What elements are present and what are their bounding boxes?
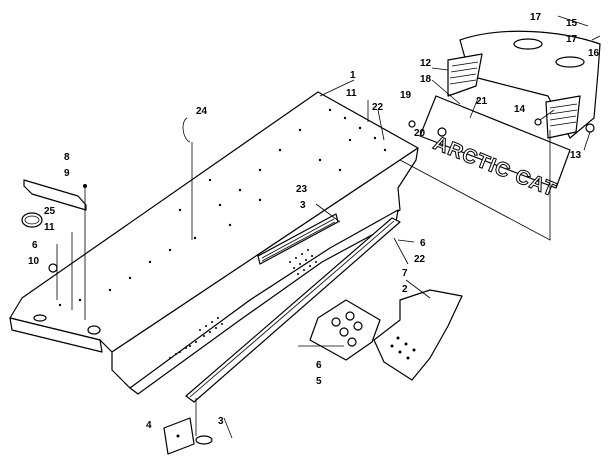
callout-13: 13 xyxy=(570,150,582,161)
callout-6: 6 xyxy=(316,360,322,371)
callout-9: 9 xyxy=(64,168,70,179)
leader-lines xyxy=(223,15,601,439)
vent-grille xyxy=(257,213,339,265)
callout-2: 2 xyxy=(402,284,408,295)
callout-23: 23 xyxy=(296,184,308,195)
callout-19: 19 xyxy=(400,90,412,101)
nut-20 xyxy=(437,127,447,137)
pad-ribs xyxy=(449,61,578,127)
running-board-strip xyxy=(185,217,401,403)
callout-14: 14 xyxy=(514,104,526,115)
callout-22: 22 xyxy=(372,102,384,113)
deck-slot xyxy=(33,314,47,322)
tunnel-assembly xyxy=(9,91,419,403)
footrest-2 xyxy=(373,289,463,381)
callout-11: 11 xyxy=(44,222,55,233)
callout-11: 11 xyxy=(346,88,357,99)
rivet-14 xyxy=(534,118,542,126)
washer xyxy=(195,435,213,445)
bracket-8 xyxy=(23,179,87,211)
tunnel-side-wall xyxy=(111,147,419,389)
clip-13 xyxy=(585,123,595,133)
tunnel-front-flange xyxy=(9,317,103,353)
strip-rivet-line xyxy=(189,220,395,398)
deck-hole xyxy=(87,325,101,335)
callout-7: 7 xyxy=(402,268,408,279)
callout-4: 4 xyxy=(146,420,152,431)
deck-rivets xyxy=(58,108,387,307)
callout-3: 3 xyxy=(300,200,306,211)
tube-24 xyxy=(182,117,191,143)
bolt-19 xyxy=(408,120,416,128)
side-pad-left xyxy=(447,53,483,97)
assembly-bracket-line xyxy=(399,130,551,241)
callout-6: 6 xyxy=(420,238,426,249)
callout-21: 21 xyxy=(476,96,488,107)
callout-15: 15 xyxy=(566,18,578,29)
nut-10 xyxy=(48,263,58,273)
callout-20: 20 xyxy=(414,128,426,139)
callout-12: 12 xyxy=(420,58,432,69)
callout-22: 22 xyxy=(414,254,426,265)
clamp-25 xyxy=(21,212,43,228)
callout-3: 3 xyxy=(218,416,224,427)
callout-10: 10 xyxy=(28,256,40,267)
callout-8: 8 xyxy=(64,152,70,163)
callout-16: 16 xyxy=(588,48,600,59)
callout-17: 17 xyxy=(566,34,578,45)
footrest-2-holes xyxy=(390,336,416,360)
callouts: 1 11 22 24 8 9 25 11 6 10 23 3 7 6 22 2 … xyxy=(28,12,600,431)
callout-6: 6 xyxy=(32,240,38,251)
bar-slot-1 xyxy=(513,38,543,50)
callout-25: 25 xyxy=(44,206,56,217)
bar-slot-2 xyxy=(555,56,585,68)
callout-5: 5 xyxy=(316,376,322,387)
footrest-5-holes xyxy=(331,311,363,347)
callout-18: 18 xyxy=(420,74,432,85)
callout-24: 24 xyxy=(196,106,208,117)
side-pad-right xyxy=(545,95,581,139)
callout-17: 17 xyxy=(530,12,542,23)
callout-1: 1 xyxy=(350,70,356,81)
side-wall-perforations xyxy=(169,249,317,359)
snowflap-18 xyxy=(419,95,571,189)
